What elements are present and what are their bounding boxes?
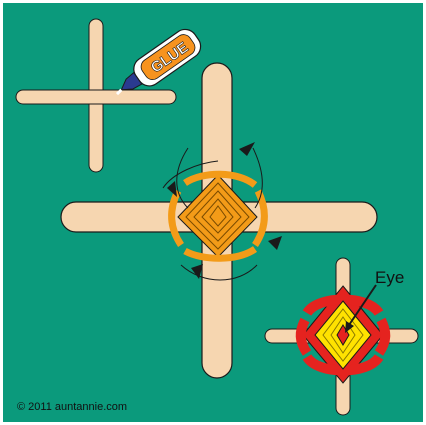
copyright-text: © 2011 auntannie.com — [17, 401, 127, 413]
eye-label: Eye — [375, 268, 404, 288]
finished-god-eye — [301, 286, 386, 383]
small-cross-sticks — [16, 19, 176, 172]
diagram-canvas: GLUE — [3, 3, 423, 422]
diagram-panel: GLUE — [3, 3, 423, 422]
